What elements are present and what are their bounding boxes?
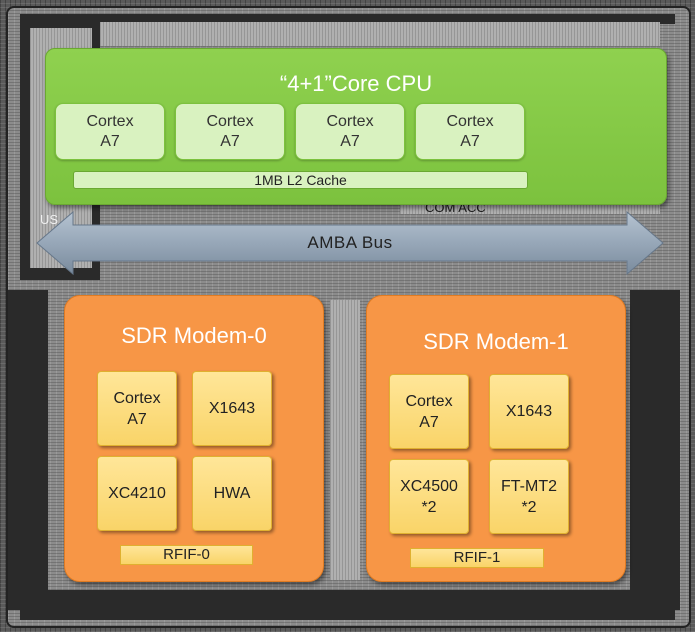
core-label-line1: Cortex (206, 112, 254, 130)
modem-1-ft-mt2-block: FT-MT2 *2 (489, 459, 569, 534)
core-label-line1: Cortex (326, 112, 374, 130)
cpu-cluster: “4+1”Core CPU Cortex A7 Cortex A7 Cortex… (45, 48, 667, 205)
core-label-line2: A7 (340, 132, 360, 150)
cpu-core-1: Cortex A7 (55, 103, 165, 160)
core-label-line2: A7 (460, 132, 480, 150)
core-label-line2: A7 (100, 132, 120, 150)
modem-1-cortex-a7-block: Cortex A7 (389, 374, 469, 449)
modem-0-hwa-block: HWA (192, 456, 272, 531)
amba-bus: AMBA Bus (35, 208, 665, 278)
modem-0-title: SDR Modem-0 (121, 323, 267, 348)
core-label-line1: Cortex (86, 112, 134, 130)
sdr-modem-0: SDR Modem-0 Cortex A7 X1643 XC4210 HWA R… (64, 295, 324, 582)
modem-0-x1643-block: X1643 (192, 371, 272, 446)
cpu-core-3: Cortex A7 (295, 103, 405, 160)
die-top-pad-ring (20, 14, 675, 24)
die-top-logic-strip (100, 22, 660, 46)
bus-double-arrow (36, 210, 664, 276)
sdr-modem-1: SDR Modem-1 Cortex A7 X1643 XC4500 *2 FT… (366, 295, 626, 582)
die-bottom-pad-ring (20, 590, 675, 620)
core-label-line2: A7 (220, 132, 240, 150)
core-label-line1: Cortex (446, 112, 494, 130)
block-label-line1: XC4210 (108, 485, 166, 502)
die-center-logic-strip (330, 300, 360, 580)
die-usb-marking: US (40, 212, 59, 227)
modem-0-cortex-a7-block: Cortex A7 (97, 371, 177, 446)
modem-0-rfif-block: RFIF-0 (120, 545, 253, 565)
cpu-title: “4+1”Core CPU (279, 71, 433, 96)
block-label-line2: A7 (419, 413, 439, 431)
block-label-line1: Cortex (405, 392, 453, 410)
block-label-line1: X1643 (208, 400, 256, 417)
block-label-line1: Cortex (113, 389, 161, 407)
modem-1-rfif-block: RFIF-1 (410, 548, 544, 568)
block-label-line2: A7 (127, 410, 147, 428)
l2-cache-block: 1MB L2 Cache (73, 171, 528, 189)
block-label-line1: HWA (213, 485, 251, 502)
block-label-line1: X1643 (505, 403, 553, 420)
cpu-core-4: Cortex A7 (415, 103, 525, 160)
block-label-line2: *2 (421, 498, 437, 516)
die-left-io-column (8, 290, 48, 610)
block-label-line2: *2 (521, 498, 537, 516)
block-label-line1: XC4500 (400, 477, 458, 495)
modem-1-xc4500-block: XC4500 *2 (389, 459, 469, 534)
die-right-io-column (630, 290, 680, 610)
cpu-core-2: Cortex A7 (175, 103, 285, 160)
block-label-line1: FT-MT2 (501, 477, 557, 495)
modem-1-x1643-block: X1643 (489, 374, 569, 449)
modem-0-xc4210-block: XC4210 (97, 456, 177, 531)
modem-1-title: SDR Modem-1 (423, 329, 569, 354)
bus-label: AMBA Bus (307, 233, 393, 252)
